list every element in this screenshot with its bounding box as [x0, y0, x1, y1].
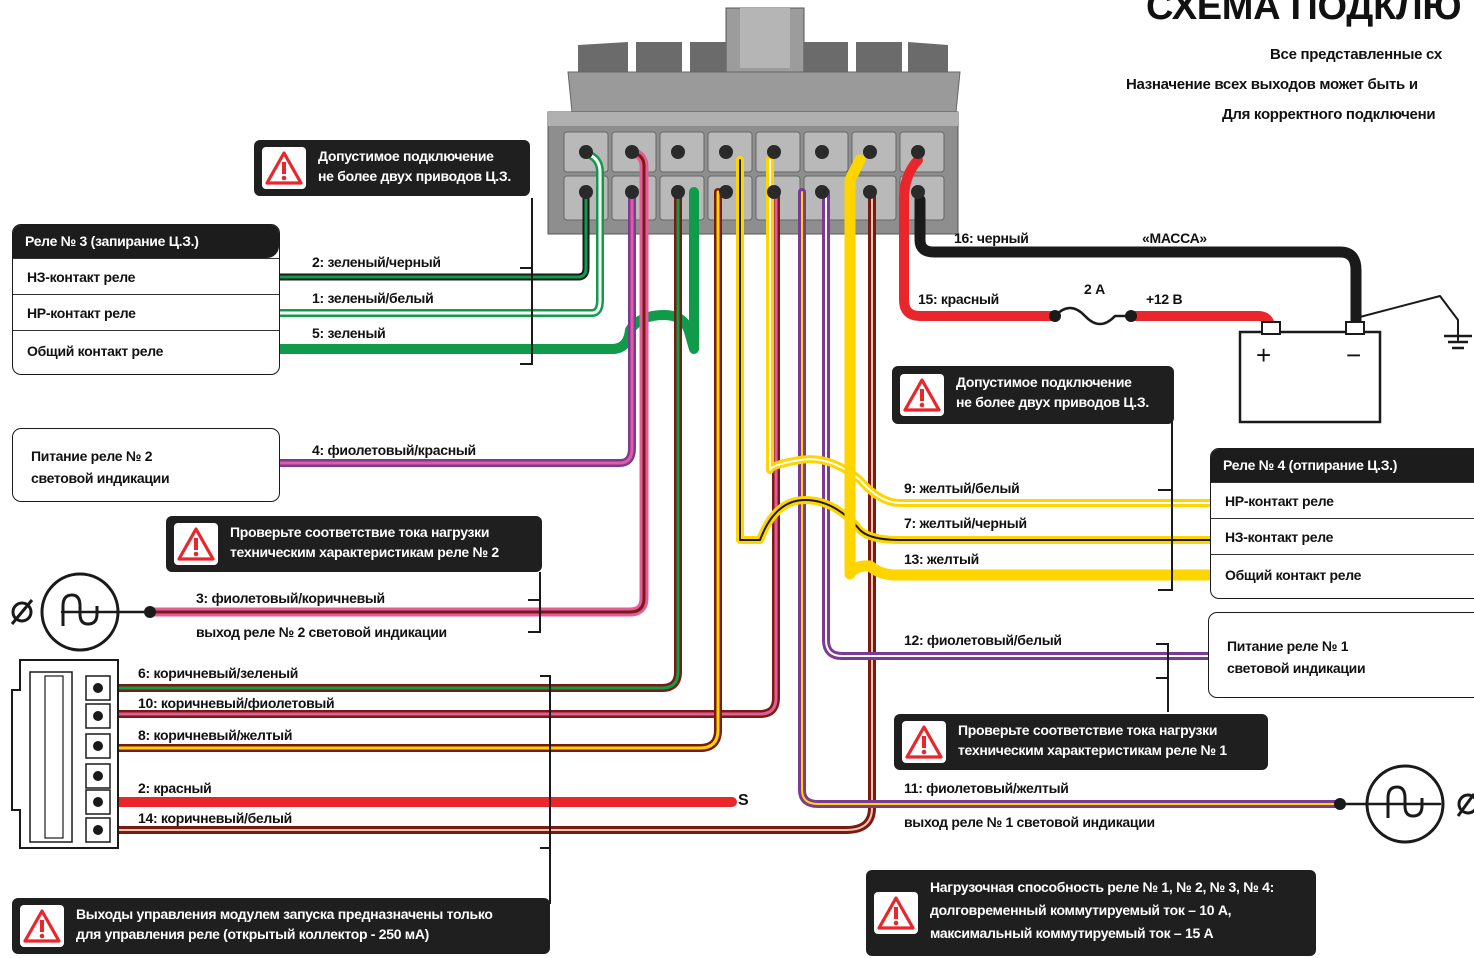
battery-plus: +	[1256, 340, 1271, 370]
wire-label-12: 12: фиолетовый/белый	[904, 632, 1062, 648]
battery-minus: −	[1346, 340, 1361, 370]
wire-label-14: 14: коричневый/белый	[138, 810, 292, 826]
warning-icon	[20, 905, 64, 947]
wire-label-15: 15: красный	[918, 291, 999, 307]
warning-relay1: Проверьте соответствие тока нагрузки тех…	[894, 714, 1268, 770]
relay1-power-line1: Питание реле № 1	[1227, 638, 1349, 654]
wire-label-2: 2: зеленый/черный	[312, 254, 441, 270]
wire-label-6: 6: коричневый/зеленый	[138, 665, 299, 681]
wire-label-9: 9: желтый/белый	[904, 480, 1020, 496]
wire-label-4: 4: фиолетовый/красный	[312, 442, 476, 458]
relay2-power-box: Питание реле № 2 световой индикации	[12, 428, 280, 502]
warning-capacity: Нагрузочная способность реле № 1, № 2, №…	[866, 870, 1316, 956]
warning-outputs: Выходы управления модулем запуска предна…	[12, 898, 550, 954]
warning-icon	[902, 721, 946, 763]
relay1-power-box: Питание реле № 1 световой индикации	[1208, 612, 1474, 698]
relay1-power-line2: световой индикации	[1227, 660, 1366, 676]
fuse-label: 2 А	[1084, 281, 1105, 297]
wire-label-11-sub: выход реле № 1 световой индикации	[904, 814, 1155, 830]
warning-top: Допустимое подключение не более двух при…	[254, 140, 530, 196]
relay3-title: Реле № 3 (запирание Ц.З.)	[13, 225, 279, 258]
wire-label-3: 3: фиолетовый/коричневый	[196, 590, 385, 606]
wire-label-13: 13: желтый	[904, 551, 979, 567]
relay3-row-no: НР-контакт реле	[13, 294, 279, 330]
plus12-label: +12 В	[1146, 291, 1183, 307]
relay3-row-common: Общий контакт реле	[13, 330, 279, 374]
warning-icon	[874, 892, 918, 934]
relay3-panel: Реле № 3 (запирание Ц.З.) НЗ-контакт рел…	[12, 224, 280, 375]
wire-label-5: 5: зеленый	[312, 325, 386, 341]
wire-label-11: 11: фиолетовый/желтый	[904, 780, 1069, 796]
connector-block	[547, 7, 961, 235]
wire-label-3-sub: выход реле № 2 световой индикации	[196, 624, 447, 640]
wire-label-7: 7: желтый/черный	[904, 515, 1027, 531]
warning-icon	[174, 523, 218, 565]
warning-relay2: Проверьте соответствие тока нагрузки тех…	[166, 516, 542, 572]
warning-mid: Допустимое подключение не более двух при…	[892, 366, 1174, 424]
warning-icon	[900, 374, 944, 416]
wire-label-10: 10: коричневый/фиолетовый	[138, 695, 335, 711]
relay4-panel: Реле № 4 (отпирание Ц.З.) НР-контакт рел…	[1210, 448, 1474, 599]
relay2-power-line2: световой индикации	[31, 470, 170, 486]
massa-label: «МАССА»	[1142, 230, 1207, 246]
relay4-row-no: НР-контакт реле	[1211, 482, 1474, 518]
header-line-3: Для корректного подключени	[1222, 106, 1436, 123]
relay4-row-common: Общий контакт реле	[1211, 554, 1474, 598]
bulb-right-icon	[1365, 764, 1474, 844]
wire-label-8: 8: коричневый/желтый	[138, 727, 293, 743]
relay2-power-line1: Питание реле № 2	[31, 448, 153, 464]
header-line-2: Назначение всех выходов может быть и	[1126, 76, 1418, 93]
ground-icon	[1444, 334, 1472, 350]
battery-icon	[1238, 321, 1382, 424]
relay4-title: Реле № 4 (отпирание Ц.З.)	[1211, 449, 1474, 482]
wire-label-16: 16: черный	[954, 230, 1029, 246]
warning-icon	[262, 147, 306, 189]
output-connector	[11, 659, 119, 849]
page-title: СХЕМА ПОДКЛЮ	[1146, 0, 1462, 28]
bulb-left-icon	[10, 572, 120, 652]
header-line-1: Все представленные сх	[1270, 46, 1442, 63]
wire-label-2-red: 2: красный	[138, 780, 212, 796]
s-mark: S	[738, 792, 749, 809]
relay3-row-nc: НЗ-контакт реле	[13, 258, 279, 294]
relay4-row-nc: НЗ-контакт реле	[1211, 518, 1474, 554]
wire-label-1: 1: зеленый/белый	[312, 290, 434, 306]
